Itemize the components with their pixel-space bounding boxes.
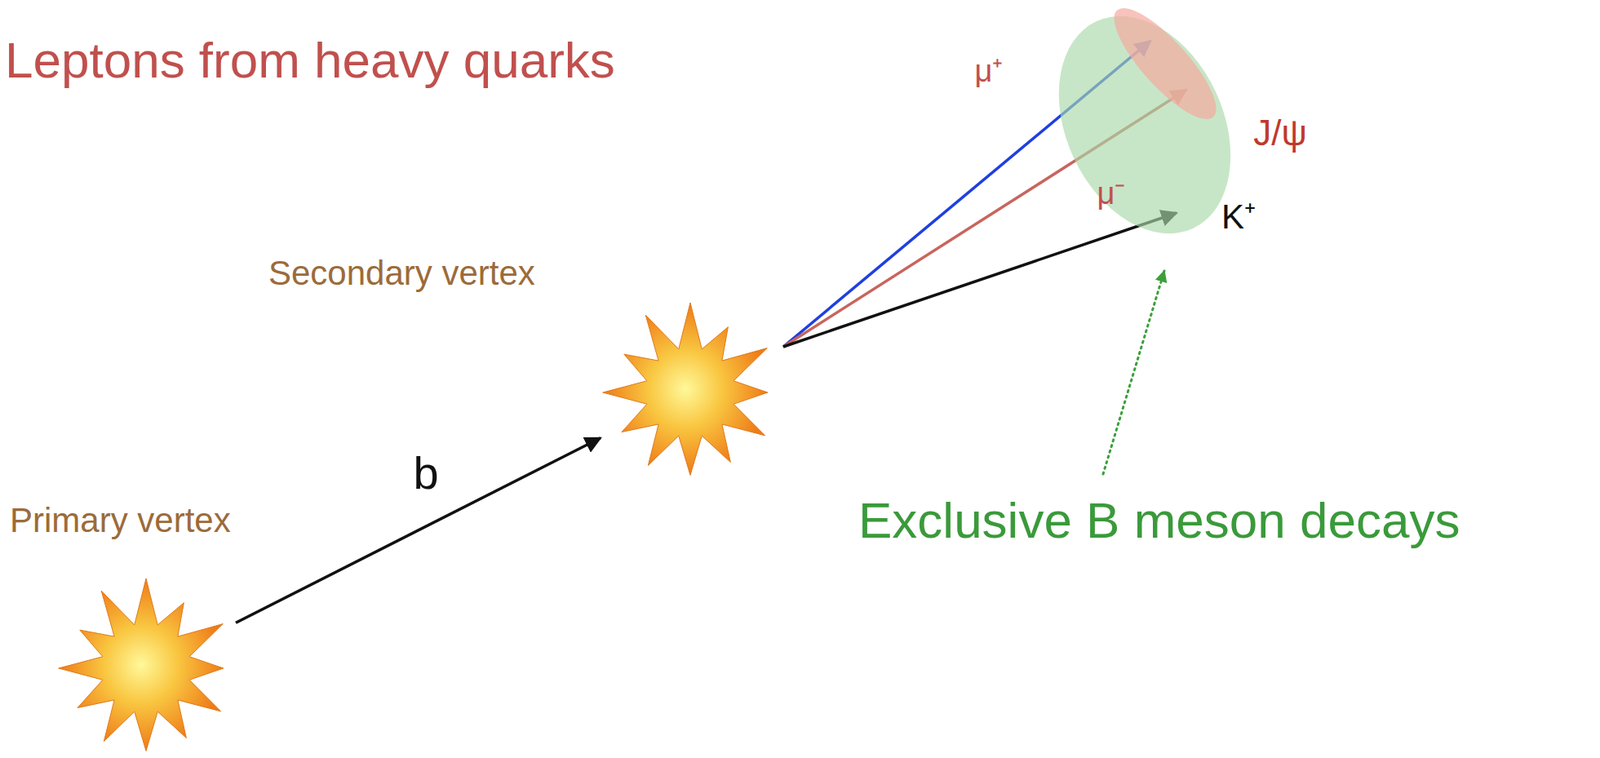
kaon-track [783, 212, 1177, 347]
star-shape [602, 302, 768, 475]
star-burst [600, 302, 781, 483]
slide-title: Leptons from heavy quarks [4, 31, 616, 89]
vertex-star: Primary vertex [56, 578, 236, 758]
vertex-label: Secondary vertex [268, 253, 536, 293]
vertex-star: Secondary vertex [600, 302, 781, 483]
b-meson-ellipse [1025, 0, 1264, 262]
star-burst [56, 578, 236, 758]
quark-flight-arrow [235, 438, 601, 624]
star-shape [58, 578, 224, 751]
pointer-arrow [1103, 270, 1165, 475]
jpsi-ellipse [1099, 0, 1230, 133]
vertex-label: Primary vertex [9, 500, 231, 541]
particle-label: μ⁻ [1097, 176, 1126, 213]
quark-label: b [412, 447, 439, 500]
particle-label: J/ψ [1253, 112, 1308, 155]
particle-label: μ⁺ [975, 53, 1004, 90]
callout-text: Exclusive B meson decays [858, 491, 1460, 550]
particle-label: K⁺ [1221, 197, 1256, 237]
